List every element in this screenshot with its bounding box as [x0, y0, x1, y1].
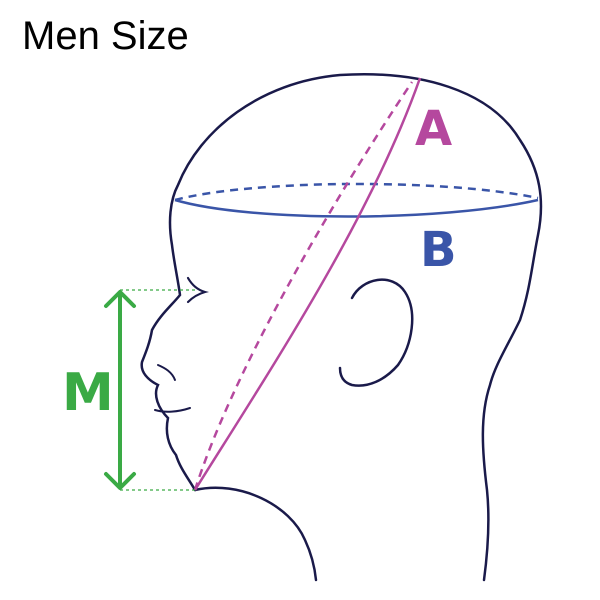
measure-a-back-dashed — [193, 81, 414, 491]
label-m: M — [62, 363, 114, 423]
label-a: A — [415, 101, 452, 157]
mouth-line — [157, 364, 176, 381]
lip-line — [154, 407, 191, 413]
measure-a-front — [193, 77, 422, 491]
eye-icon — [186, 276, 209, 304]
head-outline — [140, 73, 543, 582]
neck-outline — [193, 486, 318, 582]
measure-m-arrowhead-bottom — [104, 472, 136, 490]
label-b: B — [420, 222, 457, 278]
page-title: Men Size — [22, 14, 189, 58]
measure-m-arrowhead-top — [104, 290, 136, 308]
ear-outline — [338, 278, 414, 387]
measure-b-back-dashed — [174, 182, 539, 202]
measure-b-front — [174, 198, 539, 218]
